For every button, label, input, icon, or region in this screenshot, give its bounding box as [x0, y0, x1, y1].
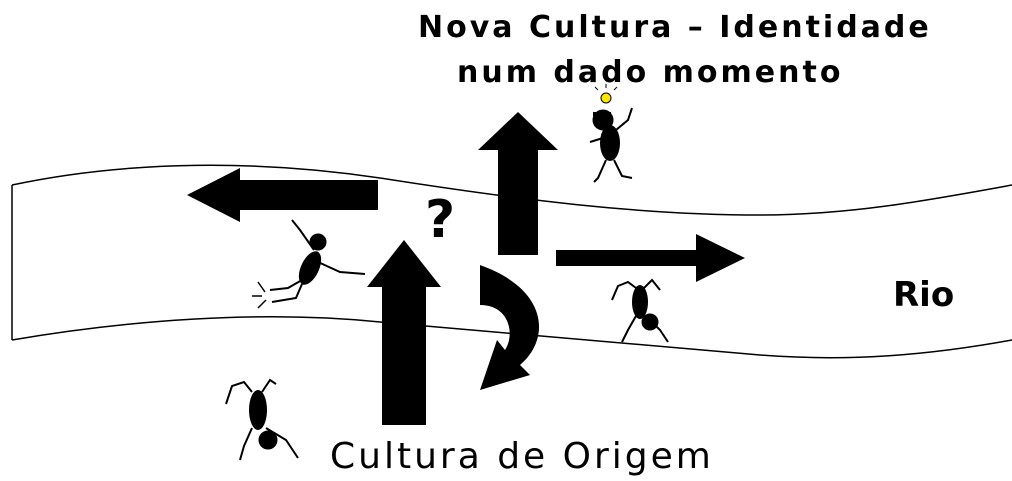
river-label: Rio — [893, 275, 955, 315]
question-mark: ? — [425, 190, 456, 250]
river-top-bank — [11, 164, 1012, 216]
arrow-up-new-culture — [478, 112, 558, 255]
river-bottom-bank — [11, 316, 1012, 359]
stick-figure-upside-down-icon — [611, 278, 669, 343]
arrow-curved-return — [480, 265, 540, 390]
stick-figure-handstand-icon — [225, 378, 299, 461]
new-culture-title-line1: Nova Cultura – Identidade — [418, 10, 932, 45]
arrow-right — [556, 234, 745, 282]
arrow-up-origin — [367, 240, 441, 425]
origin-culture-label: Cultura de Origem — [330, 436, 714, 477]
new-culture-title-line2: num dado momento — [457, 55, 844, 90]
stick-figure-thinking-icon — [589, 107, 633, 183]
arrow-left — [187, 168, 378, 222]
stick-figure-slipping-icon — [252, 219, 366, 309]
lightbulb-icon — [594, 84, 618, 104]
